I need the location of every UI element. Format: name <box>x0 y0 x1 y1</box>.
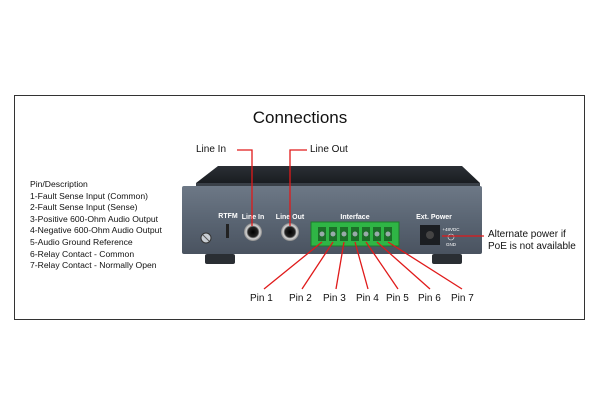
pin-description-item: 3-Positive 600-Ohm Audio Output <box>30 213 159 224</box>
line-out-jack <box>281 223 299 241</box>
pin-label: Pin 6 <box>418 293 441 304</box>
foot <box>432 254 462 264</box>
pin-label: Pin 1 <box>250 293 273 304</box>
pin-label: Pin 7 <box>451 293 474 304</box>
line-out-callout-label: Line Out <box>310 144 348 155</box>
pin-description-item: 5-Audio Ground Reference <box>30 236 133 247</box>
pin-label: Pin 2 <box>289 293 312 304</box>
device-label-voltage: +48VDC <box>442 227 460 232</box>
pin-description-item: 2-Fault Sense Input (Sense) <box>30 202 138 213</box>
alt-power-note: Alternate power if PoE is not available <box>488 229 576 253</box>
chassis-top <box>196 166 480 183</box>
pin-label: Pin 3 <box>323 293 346 304</box>
callout-line-pin-6 <box>376 241 431 290</box>
terminal-screws <box>318 227 392 241</box>
callout-line-line-in <box>237 149 253 226</box>
pin-description-item: 7-Relay Contact - Normally Open <box>30 260 157 271</box>
pin-description-item: 1-Fault Sense Input (Common) <box>30 190 148 201</box>
device-label-line-in: Line In <box>242 214 265 221</box>
pin-description-list: Pin/Description 1-Fault Sense Input (Com… <box>30 179 162 272</box>
device-label-interface: Interface <box>340 214 369 221</box>
callout-line-pin-7 <box>387 241 463 290</box>
line-in-jack <box>244 223 262 241</box>
pin-description-item: 4-Negative 600-Ohm Audio Output <box>30 225 162 236</box>
callout-lines <box>237 149 484 290</box>
alt-power-note-line-2: PoE is not available <box>488 241 576 252</box>
callout-line-pin-1 <box>263 241 323 290</box>
callout-line-pin-5 <box>365 241 399 290</box>
callout-line-pin-4 <box>354 241 369 290</box>
device-label-rtfm: RTFM <box>218 213 238 220</box>
callout-line-pin-3 <box>335 241 345 290</box>
device-label-ext-power: Ext. Power <box>416 214 452 221</box>
pin-label: Pin 4 <box>356 293 379 304</box>
line-in-callout-label: Line In <box>196 144 227 155</box>
device-label-gnd: GND <box>446 242 457 247</box>
alt-power-note-line-1: Alternate power if <box>488 229 566 240</box>
rtfm-led <box>226 224 229 238</box>
pin-description-item: 6-Relay Contact - Common <box>30 248 135 259</box>
foot <box>205 254 235 264</box>
diagram-title: Connections <box>252 108 348 127</box>
pin-label: Pin 5 <box>386 293 409 304</box>
pin-description-header: Pin/Description <box>30 179 88 189</box>
callout-line-pin-2 <box>301 241 334 290</box>
callout-line-line-out <box>289 149 307 226</box>
